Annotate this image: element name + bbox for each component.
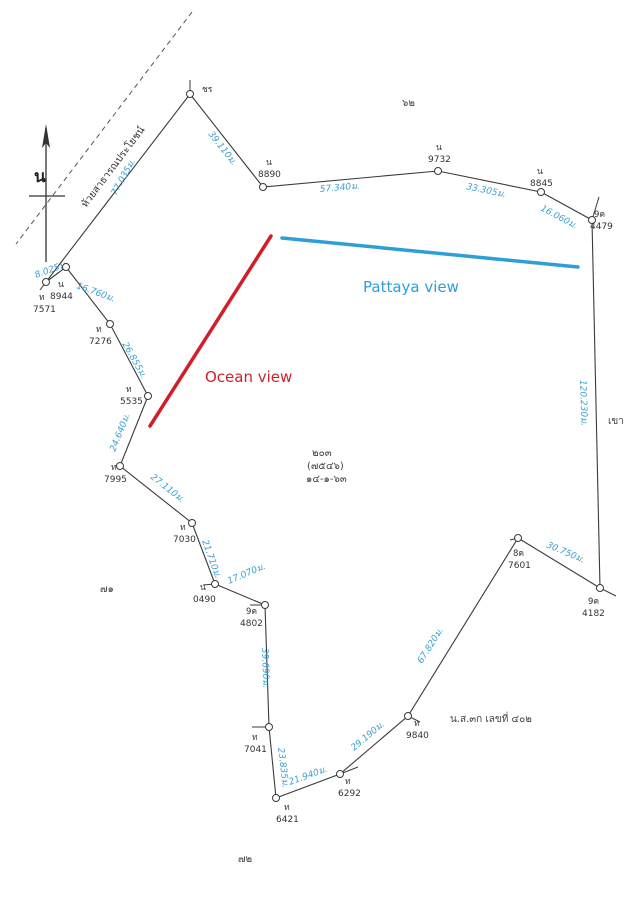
- survey-marker: [62, 263, 70, 271]
- distance-label: 27.110ม.: [148, 472, 186, 505]
- parcel-number: ๒๐๓: [312, 448, 332, 459]
- neighbor-left: ๗๑: [100, 584, 114, 595]
- survey-marker: [116, 462, 124, 470]
- point-number: 8944: [50, 292, 73, 302]
- point-code: น: [58, 280, 64, 290]
- document-reference: น.ส.๓ก เลขที่ ๔๐๒: [450, 711, 532, 725]
- distance-label: 57.340ม.: [319, 182, 360, 195]
- point-labels: ชร น 8890 น 9732 น 8845 9ค 4479 9ค 4182 …: [33, 85, 613, 825]
- distance-label: 24.640ม.: [109, 412, 133, 453]
- survey-markers: [42, 90, 604, 802]
- parcel-info: ๒๐๓ (๗๕๔๖) ๑๔-๑-๖๓: [306, 448, 347, 485]
- point-code: ท: [252, 733, 258, 743]
- point-number: 7601: [508, 561, 531, 571]
- point-code: ท: [111, 463, 117, 473]
- point-number: 7030: [173, 535, 196, 545]
- survey-marker: [144, 392, 152, 400]
- survey-marker: [261, 601, 269, 609]
- neighbor-top: ๖๒: [402, 98, 415, 109]
- point-code: ท: [180, 523, 186, 533]
- distance-label: 120.230ม.: [577, 380, 589, 426]
- point-code: 9ค: [594, 210, 605, 220]
- distance-label: 16.760ม.: [75, 281, 116, 304]
- point-number: 4802: [240, 619, 263, 629]
- point-number: 7995: [104, 475, 127, 485]
- parcel-survey-number: (๗๕๔๖): [307, 461, 344, 472]
- survey-marker: [596, 584, 604, 592]
- distance-label: 30.750ม.: [545, 541, 586, 566]
- north-letter: น: [34, 167, 46, 187]
- neighbor-right: เขา: [608, 416, 624, 427]
- parcel-area: ๑๔-๑-๖๓: [306, 474, 347, 485]
- point-code: น: [266, 158, 272, 168]
- distance-label: 67.820ม.: [416, 626, 446, 665]
- survey-marker: [434, 167, 442, 175]
- survey-marker: [106, 320, 114, 328]
- point-number: 7571: [33, 305, 56, 315]
- point-number: 6292: [338, 789, 361, 799]
- survey-marker: [42, 278, 50, 286]
- point-number: 7276: [89, 337, 112, 347]
- survey-marker: [188, 519, 196, 527]
- point-code: ท: [345, 777, 351, 787]
- survey-marker: [186, 90, 194, 98]
- point-code: ท: [96, 325, 102, 335]
- survey-marker: [588, 216, 596, 224]
- distance-labels: 39.110ม. 57.340ม. 33.305ม. 16.060ม. 120.…: [34, 130, 589, 789]
- distance-label: 21.940ม.: [288, 765, 329, 788]
- point-code: 9ค: [588, 597, 599, 607]
- point-code: ท: [284, 803, 290, 813]
- point-number: 9732: [428, 155, 451, 165]
- point-number: 0490: [193, 595, 216, 605]
- road-label: ห้วยสาธารณประโยชน์: [78, 124, 148, 210]
- distance-label: 39.690ม.: [259, 648, 270, 689]
- point-number: 8890: [258, 170, 281, 180]
- distance-label: 16.060ม.: [539, 204, 579, 232]
- survey-marker: [211, 580, 219, 588]
- distance-label: 26.855ม.: [119, 341, 148, 381]
- point-number: 4479: [590, 222, 613, 232]
- point-number: 8845: [530, 179, 553, 189]
- ocean-view-line: [148, 234, 273, 428]
- parcel-boundary: [45, 93, 601, 799]
- north-arrow-icon: น: [29, 124, 65, 262]
- survey-marker: [514, 534, 522, 542]
- survey-marker: [404, 712, 412, 720]
- distance-label: 21.710ม.: [199, 539, 222, 580]
- point-number: 9840: [406, 731, 429, 741]
- point-code: น: [436, 143, 442, 153]
- ocean-view-label: Ocean view: [205, 368, 292, 386]
- point-code: 9ค: [246, 607, 257, 617]
- survey-marker: [259, 183, 267, 191]
- neighbor-bottom: ๗๒: [238, 854, 252, 865]
- distance-label: 23.835ม.: [275, 747, 290, 788]
- survey-marker: [537, 188, 545, 196]
- distance-label: 17.070ม.: [226, 562, 267, 587]
- point-code: 8ค: [513, 549, 524, 559]
- point-code: น: [537, 167, 543, 177]
- survey-marker: [336, 770, 344, 778]
- survey-marker: [272, 794, 280, 802]
- point-code: ท: [39, 293, 45, 303]
- point-number: 7041: [244, 745, 267, 755]
- point-code: น: [200, 583, 206, 593]
- pattaya-view-label: Pattaya view: [363, 278, 459, 296]
- waterway-dashed-line: [15, 11, 193, 245]
- point-number: 4182: [582, 609, 605, 619]
- distance-label: 29.190ม.: [350, 720, 387, 754]
- point-number: 5535: [120, 397, 143, 407]
- survey-marker: [265, 723, 273, 731]
- point-code: ชร: [202, 85, 213, 95]
- point-code: ท: [126, 385, 132, 395]
- point-code: ท: [414, 719, 420, 729]
- distance-label: 33.305ม.: [465, 182, 506, 200]
- pattaya-view-line: [280, 236, 580, 269]
- point-number: 6421: [276, 815, 299, 825]
